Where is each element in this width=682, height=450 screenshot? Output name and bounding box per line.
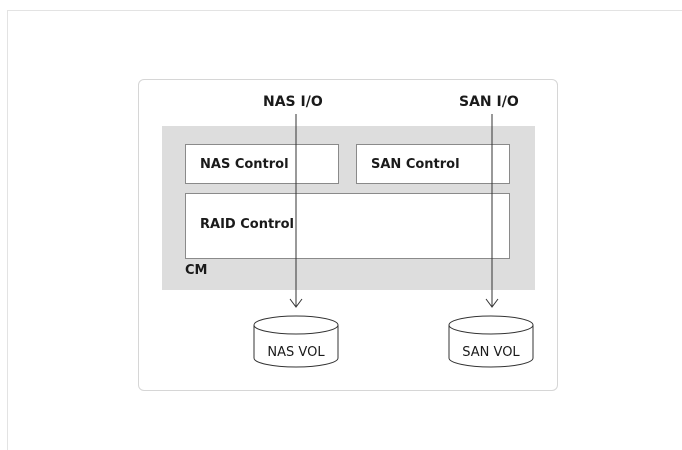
nas-io-label: NAS I/O [263, 94, 323, 110]
nas-vol-label: NAS VOL [267, 345, 325, 360]
san-control-box: SAN Control [356, 144, 510, 184]
san-control-label: SAN Control [371, 157, 460, 172]
raid-control-box: RAID Control [185, 193, 510, 259]
nas-control-label: NAS Control [200, 157, 289, 172]
san-io-arrowhead [485, 298, 499, 308]
raid-control-label: RAID Control [200, 217, 294, 232]
san-vol-label: SAN VOL [462, 345, 520, 360]
san-io-label: SAN I/O [459, 94, 519, 110]
san-vol-cylinder-icon [448, 315, 534, 368]
nas-io-arrowhead [289, 298, 303, 308]
cm-label: CM [185, 263, 208, 278]
nas-control-box: NAS Control [185, 144, 339, 184]
page-frame [7, 10, 682, 450]
nas-vol-cylinder-icon [253, 315, 339, 368]
